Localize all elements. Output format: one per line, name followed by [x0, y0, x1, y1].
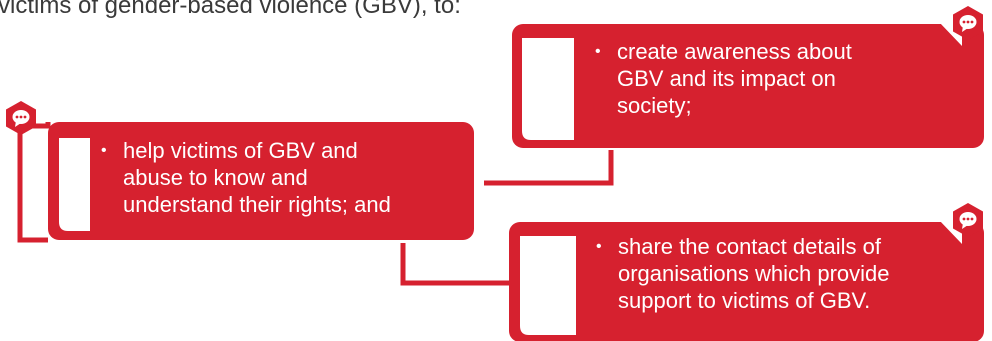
connector-top: [484, 150, 614, 186]
card-2-line: abuse to know and: [123, 165, 308, 190]
card-3-background: [509, 222, 984, 341]
bullet: •: [595, 43, 601, 60]
card-2-text: • help victims of GBV and abuse to know …: [101, 137, 391, 218]
card-2-shape: [48, 122, 474, 240]
connector-bottom: [400, 243, 509, 286]
card-3-line: support to victims of GBV.: [618, 288, 871, 313]
card-1-line: GBV and its impact on: [617, 66, 836, 91]
card-3-inner-panel: [520, 236, 576, 335]
card-3-line: organisations which provide: [618, 261, 890, 286]
card-1-line: create awareness about: [617, 39, 852, 64]
bullet: •: [101, 142, 107, 159]
card-1-text: • create awareness about GBV and its imp…: [595, 38, 852, 119]
card-2-background: [48, 122, 474, 240]
card-3-line: share the contact details of: [618, 234, 881, 259]
card-2-line: help victims of GBV and: [123, 138, 358, 163]
left-bracket: [17, 122, 51, 243]
card-1-inner-panel: [522, 38, 574, 140]
chat-bubble-icon: [950, 5, 986, 41]
card-1-line: society;: [617, 93, 692, 118]
chat-bubble-icon: [3, 100, 39, 136]
chat-bubble-icon: [950, 202, 986, 238]
card-2-line: understand their rights; and: [123, 192, 391, 217]
card-1-background: [512, 24, 984, 148]
card-3-text: • share the contact details of organisat…: [596, 233, 890, 314]
intro-text: victims of gender-based violence (GBV), …: [0, 0, 461, 19]
card-2-inner-panel: [59, 138, 90, 231]
card-1-shape: [512, 22, 984, 148]
bullet: •: [596, 238, 602, 255]
